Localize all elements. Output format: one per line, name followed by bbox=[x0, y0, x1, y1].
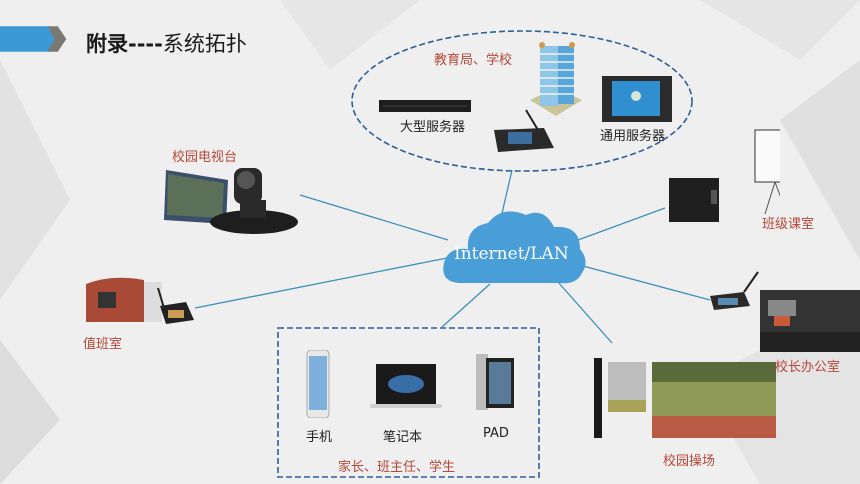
tv-station-label: 校园电视台 bbox=[172, 150, 238, 165]
phone-icon bbox=[306, 350, 330, 418]
phone-label: 手机 bbox=[306, 430, 333, 445]
console-icon bbox=[494, 109, 554, 152]
top-group-border bbox=[351, 30, 693, 172]
bottom-group-label: 家长、班主任、学生 bbox=[338, 460, 456, 475]
link-tv-station bbox=[299, 194, 449, 241]
rack-server-icon bbox=[379, 100, 471, 112]
link-classroom bbox=[577, 207, 666, 241]
link-principal bbox=[582, 265, 711, 301]
playground-icon bbox=[594, 358, 776, 438]
playground-label: 校园操场 bbox=[663, 454, 716, 469]
duty-room-icon bbox=[86, 277, 194, 324]
link-duty-room bbox=[194, 257, 448, 309]
tablet-icon bbox=[476, 354, 514, 410]
principal-office-icon bbox=[710, 271, 860, 352]
classroom-label: 班级课室 bbox=[762, 217, 815, 232]
title-arrow-icon bbox=[0, 26, 67, 52]
general-server-label: 通用服务器 bbox=[600, 129, 666, 144]
laptop-icon bbox=[370, 364, 442, 408]
network-links bbox=[194, 169, 711, 344]
classroom-equipment-icon bbox=[669, 129, 780, 222]
monitor-server-icon bbox=[602, 76, 672, 122]
building-icon bbox=[530, 42, 582, 116]
cloud-icon bbox=[443, 211, 586, 284]
principal-office-label: 校长办公室 bbox=[775, 360, 841, 375]
tv-camera-icon bbox=[164, 168, 298, 234]
duty-room-label: 值班室 bbox=[83, 337, 123, 352]
top-group-label: 教育局、学校 bbox=[434, 53, 513, 68]
link-playground bbox=[557, 281, 613, 344]
hub-label: Internet/LAN bbox=[454, 244, 569, 264]
laptop-label: 笔记本 bbox=[383, 430, 423, 445]
large-server-label: 大型服务器 bbox=[400, 120, 466, 135]
link-bottom bbox=[441, 283, 491, 328]
tablet-label: PAD bbox=[483, 426, 509, 441]
page-title: 附录----系统拓扑 bbox=[86, 32, 247, 56]
bottom-group-border bbox=[277, 327, 540, 478]
